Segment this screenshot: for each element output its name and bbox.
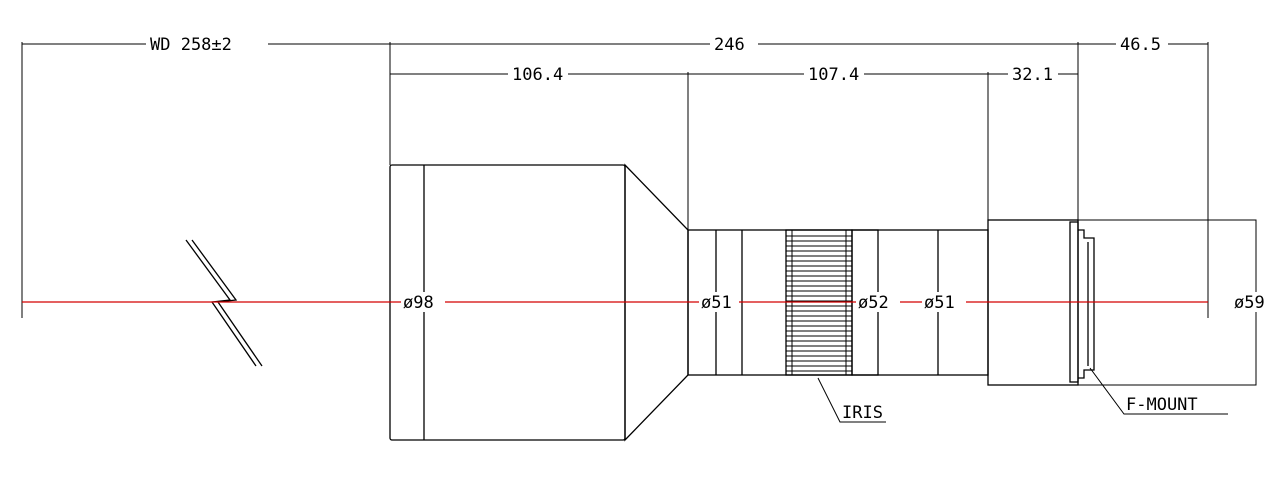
iris-label: IRIS <box>842 403 883 423</box>
diameter-front: ø98 <box>403 293 434 313</box>
diameter-barrel-rear: ø51 <box>924 293 955 313</box>
front-section-dimension: 106.4 <box>512 65 563 85</box>
diameter-barrel-front: ø51 <box>701 293 732 313</box>
wd-dimension: WD 258±2 <box>150 35 232 55</box>
f-mount-label: F-MOUNT <box>1126 395 1198 415</box>
mount-length-dimension: 46.5 <box>1120 35 1161 55</box>
diameter-iris-ring: ø52 <box>858 293 889 313</box>
rear-section-dimension: 32.1 <box>1012 65 1053 85</box>
total-length-dimension: 246 <box>714 35 745 55</box>
mount-callout: F-MOUNT <box>1089 367 1228 415</box>
diameter-labels: ø98 ø51 ø52 ø51 ø59 <box>401 292 1280 313</box>
break-symbol <box>185 239 263 367</box>
iris-callout: IRIS <box>817 377 886 423</box>
iris-knurling <box>786 230 852 375</box>
middle-section-dimension: 107.4 <box>808 65 859 85</box>
dimension-labels: WD 258±2 246 46.5 106.4 107.4 32.1 <box>146 34 1168 85</box>
diameter-rear: ø59 <box>1234 293 1265 313</box>
